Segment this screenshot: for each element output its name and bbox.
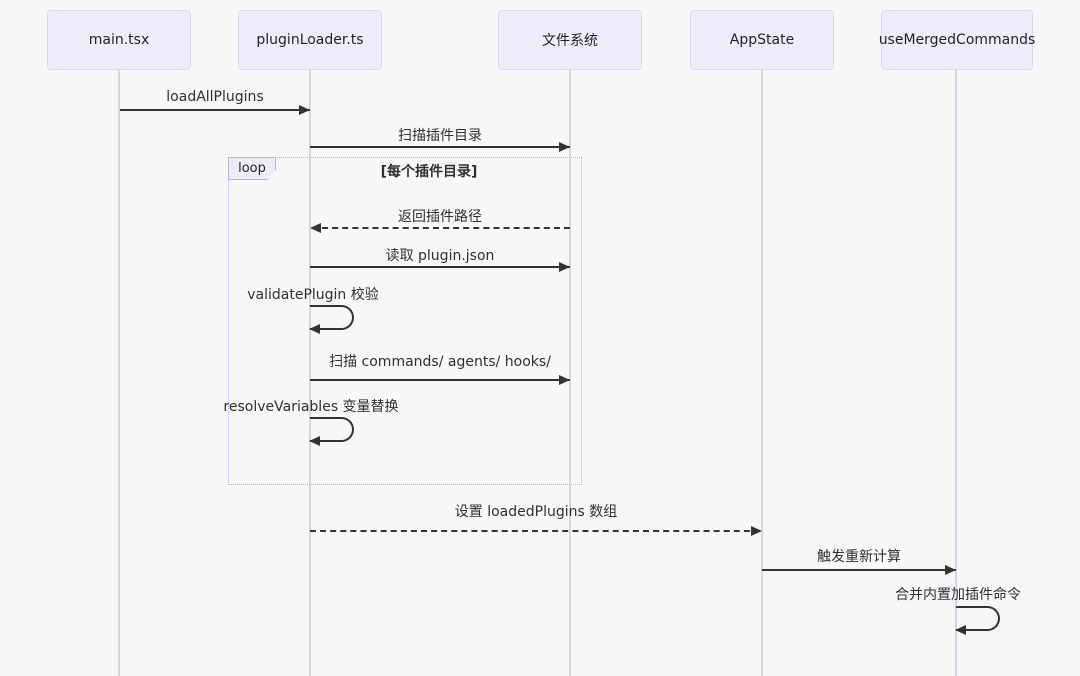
arrowhead-left-icon [309,324,320,334]
arrowhead-left-icon [310,223,321,233]
participant-pluginloader-ts: pluginLoader.ts [238,10,382,70]
message-label-read-plugin-json: 读取 plugin.json [385,248,495,264]
message-label-set-loadedplugins: 设置 loadedPlugins 数组 [454,504,618,520]
arrowhead-right-icon [559,142,570,152]
message-label-merge-commands: 合并内置加插件命令 [895,587,1021,603]
participant-label: pluginLoader.ts [256,32,364,48]
participant-file-system: 文件系统 [498,10,642,70]
message-label-validateplugin: validatePlugin 校验 [247,287,379,303]
message-label-loadallplugins: loadAllPlugins [166,89,264,105]
self-loop-arrow-merge-commands [956,606,1000,631]
arrowhead-right-icon [945,565,956,575]
participant-appstate: AppState [690,10,834,70]
message-arrow-scan-commands [310,379,570,381]
lifeline-pluginloader-ts [309,70,311,676]
message-label-trigger-recompute: 触发重新计算 [817,549,901,565]
arrowhead-right-icon [559,375,570,385]
arrowhead-right-icon [559,262,570,272]
participant-usemergedcommands: useMergedCommands [878,10,1036,70]
participant-label: main.tsx [88,32,150,48]
loop-label-text: loop [238,161,266,176]
arrowhead-left-icon [309,436,320,446]
lifeline-appstate [761,70,763,676]
arrowhead-left-icon [955,625,966,635]
message-arrow-read-plugin-json [310,266,570,268]
lifeline-main-tsx [118,70,120,676]
loop-condition: [每个插件目录] [380,164,478,180]
message-arrow-scan-plugin-dir [310,146,570,148]
message-arrow-set-loadedplugins [310,530,760,532]
loop-frame [228,157,582,485]
arrowhead-right-icon [299,105,310,115]
message-label-scan-plugin-dir: 扫描插件目录 [398,128,482,144]
lifeline-usemergedcommands [955,70,957,676]
loop-label: loop [228,157,276,180]
message-label-return-plugin-path: 返回插件路径 [398,209,482,225]
participant-main-tsx: main.tsx [47,10,191,70]
message-label-resolvevariables: resolveVariables 变量替换 [223,399,399,415]
message-arrow-return-plugin-path [312,227,570,229]
participant-label: AppState [729,32,795,48]
message-arrow-loadallplugins [120,109,310,111]
self-loop-arrow-resolvevariables [310,417,354,442]
message-arrow-trigger-recompute [762,569,956,571]
self-loop-arrow-validateplugin [310,305,354,330]
lifeline-file-system [569,70,571,676]
arrowhead-right-icon [751,526,762,536]
participant-label: useMergedCommands [878,32,1036,48]
participant-label: 文件系统 [542,33,598,49]
message-label-scan-commands: 扫描 commands/ agents/ hooks/ [329,354,551,370]
